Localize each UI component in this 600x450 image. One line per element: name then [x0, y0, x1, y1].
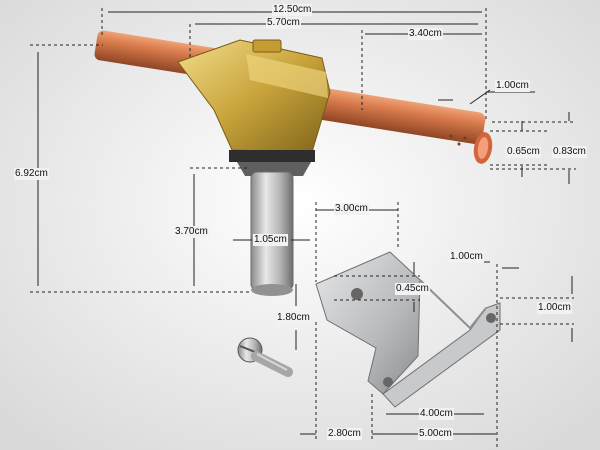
bracket-depth-label: 2.80cm [327, 428, 362, 440]
pipe-tip-length-label: 1.00cm [495, 80, 530, 92]
total-height-label: 6.92cm [14, 168, 49, 180]
tab-height-label: 1.00cm [537, 302, 572, 314]
bracket-height-label: 1.80cm [276, 312, 311, 324]
mounting-bracket [315, 251, 501, 408]
pipe-inner-diameter-label: 0.65cm [506, 146, 541, 158]
right-pipe-length-label: 3.40cm [408, 28, 443, 40]
tab-width-label: 1.00cm [449, 251, 484, 263]
stem-diameter-label: 1.05cm [253, 234, 288, 246]
body-to-right-end-label: 5.70cm [266, 17, 301, 29]
screw [237, 337, 293, 377]
stem-length-label: 3.70cm [174, 226, 209, 238]
overall-length-label: 12.50cm [272, 4, 313, 16]
slot-spacing-label: 4.00cm [419, 408, 454, 420]
base-length-label: 5.00cm [418, 428, 453, 440]
valve-stem [250, 171, 294, 296]
bracket-width-label: 3.00cm [334, 203, 369, 215]
hole-diameter-label: 0.45cm [395, 283, 430, 295]
brass-valve-body [177, 39, 331, 176]
pipe-outer-diameter-label: 0.83cm [552, 146, 587, 158]
